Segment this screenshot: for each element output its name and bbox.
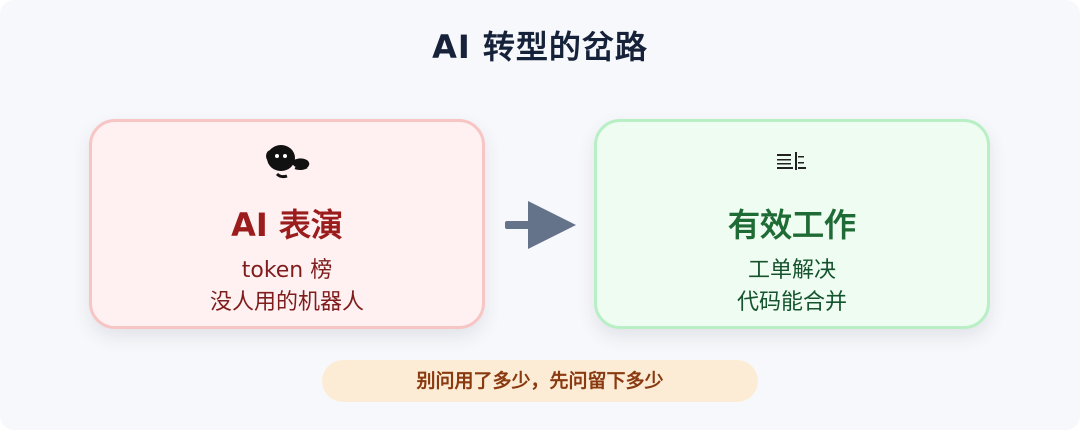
takeaway-note: 别问用了多少，先问留下多少 [322,360,758,402]
mergeable-code-label: 代码能合并 [736,290,847,315]
effective-work-card: 有效工作 工单解决 代码能合并 [594,119,990,329]
checklist-icon [597,136,987,184]
ai-performance-card: AI 表演 token 榜 没人用的机器人 [89,119,485,329]
theater-mask-icon [92,136,482,184]
unused-robot-label: 没人用的机器人 [209,290,364,315]
right-arrow-icon [500,198,580,252]
ai-performance-heading: AI 表演 [231,206,343,244]
token-leaderboard-label: token 榜 [241,258,333,283]
effective-work-heading: 有效工作 [727,206,856,244]
diagram-title: AI 转型的岔路 [432,28,648,66]
ticket-resolution-label: 工单解决 [747,258,836,283]
